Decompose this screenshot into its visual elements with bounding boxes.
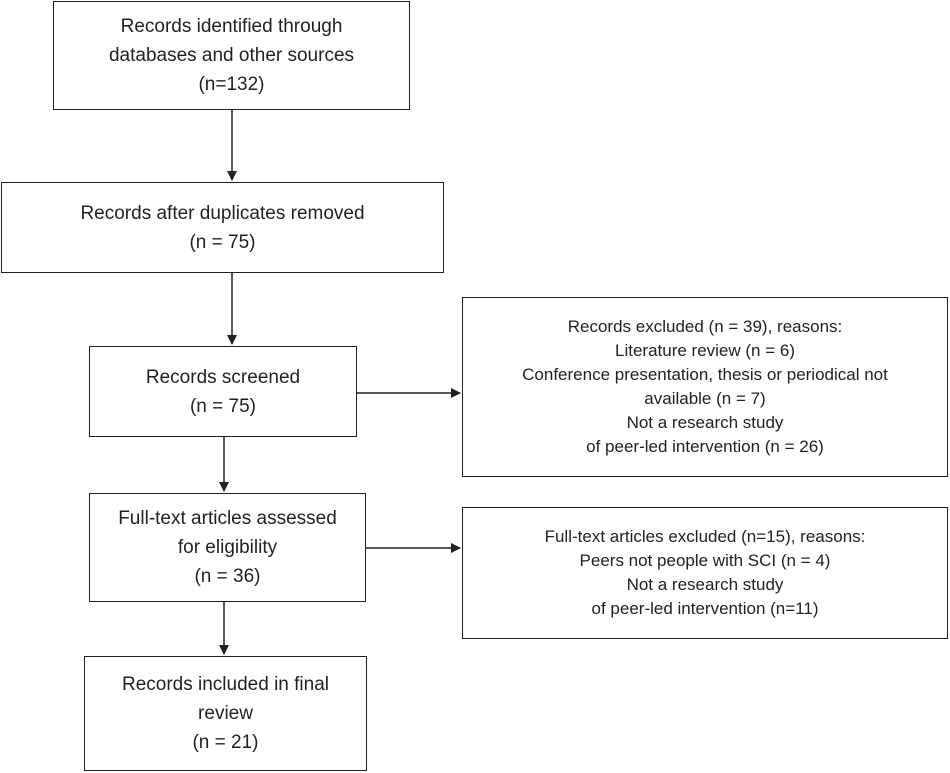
box-text-line: Not a research study (626, 575, 784, 594)
box-text-line: (n = 75) (189, 395, 256, 417)
box-text-line: of peer-led intervention (n=11) (591, 599, 819, 618)
box-text-line: Records included in final (121, 674, 329, 695)
box-text-line: Records excluded (n = 39), reasons: (567, 317, 843, 336)
box-text-line: Not a research study (626, 413, 784, 432)
box-text-line: (n = 21) (192, 732, 259, 753)
box-records-included: Records included in final review (n = 21… (84, 656, 367, 771)
box-text-line: for eligibility (177, 537, 278, 558)
box-records-screened: Records screened (n = 75) (89, 346, 357, 437)
box-text-line: (n = 75) (189, 231, 256, 253)
box-fulltext-assessed: Full-text articles assessed for eligibil… (89, 493, 366, 602)
box-records-after-duplicates: Records after duplicates removed (n = 75… (1, 182, 444, 273)
box-text-line: (n = 36) (194, 566, 261, 587)
box-records-excluded: Records excluded (n = 39), reasons: Lite… (462, 297, 948, 477)
box-text-line: Records after duplicates removed (80, 202, 365, 224)
box-text-line: databases and other sources (108, 45, 355, 66)
box-fulltext-excluded: Full-text articles excluded (n=15), reas… (462, 507, 948, 639)
box-text-line: Records identified through (120, 16, 343, 37)
box-text-line: review (198, 703, 253, 724)
box-text-line: Full-text articles assessed (118, 508, 337, 529)
box-text-line: of peer-led intervention (n = 26) (586, 437, 824, 456)
box-text-line: Full-text articles excluded (n=15), reas… (544, 527, 866, 546)
box-text-line: available (n = 7) (644, 389, 766, 408)
box-text-line: (n=132) (198, 74, 265, 95)
box-text-line: Records screened (145, 366, 301, 388)
box-records-identified: Records identified through databases and… (53, 1, 410, 110)
box-text-line: Conference presentation, thesis or perio… (522, 365, 888, 384)
box-text-line: Peers not people with SCI (n = 4) (579, 551, 831, 570)
box-text-line: Literature review (n = 6) (615, 341, 795, 360)
